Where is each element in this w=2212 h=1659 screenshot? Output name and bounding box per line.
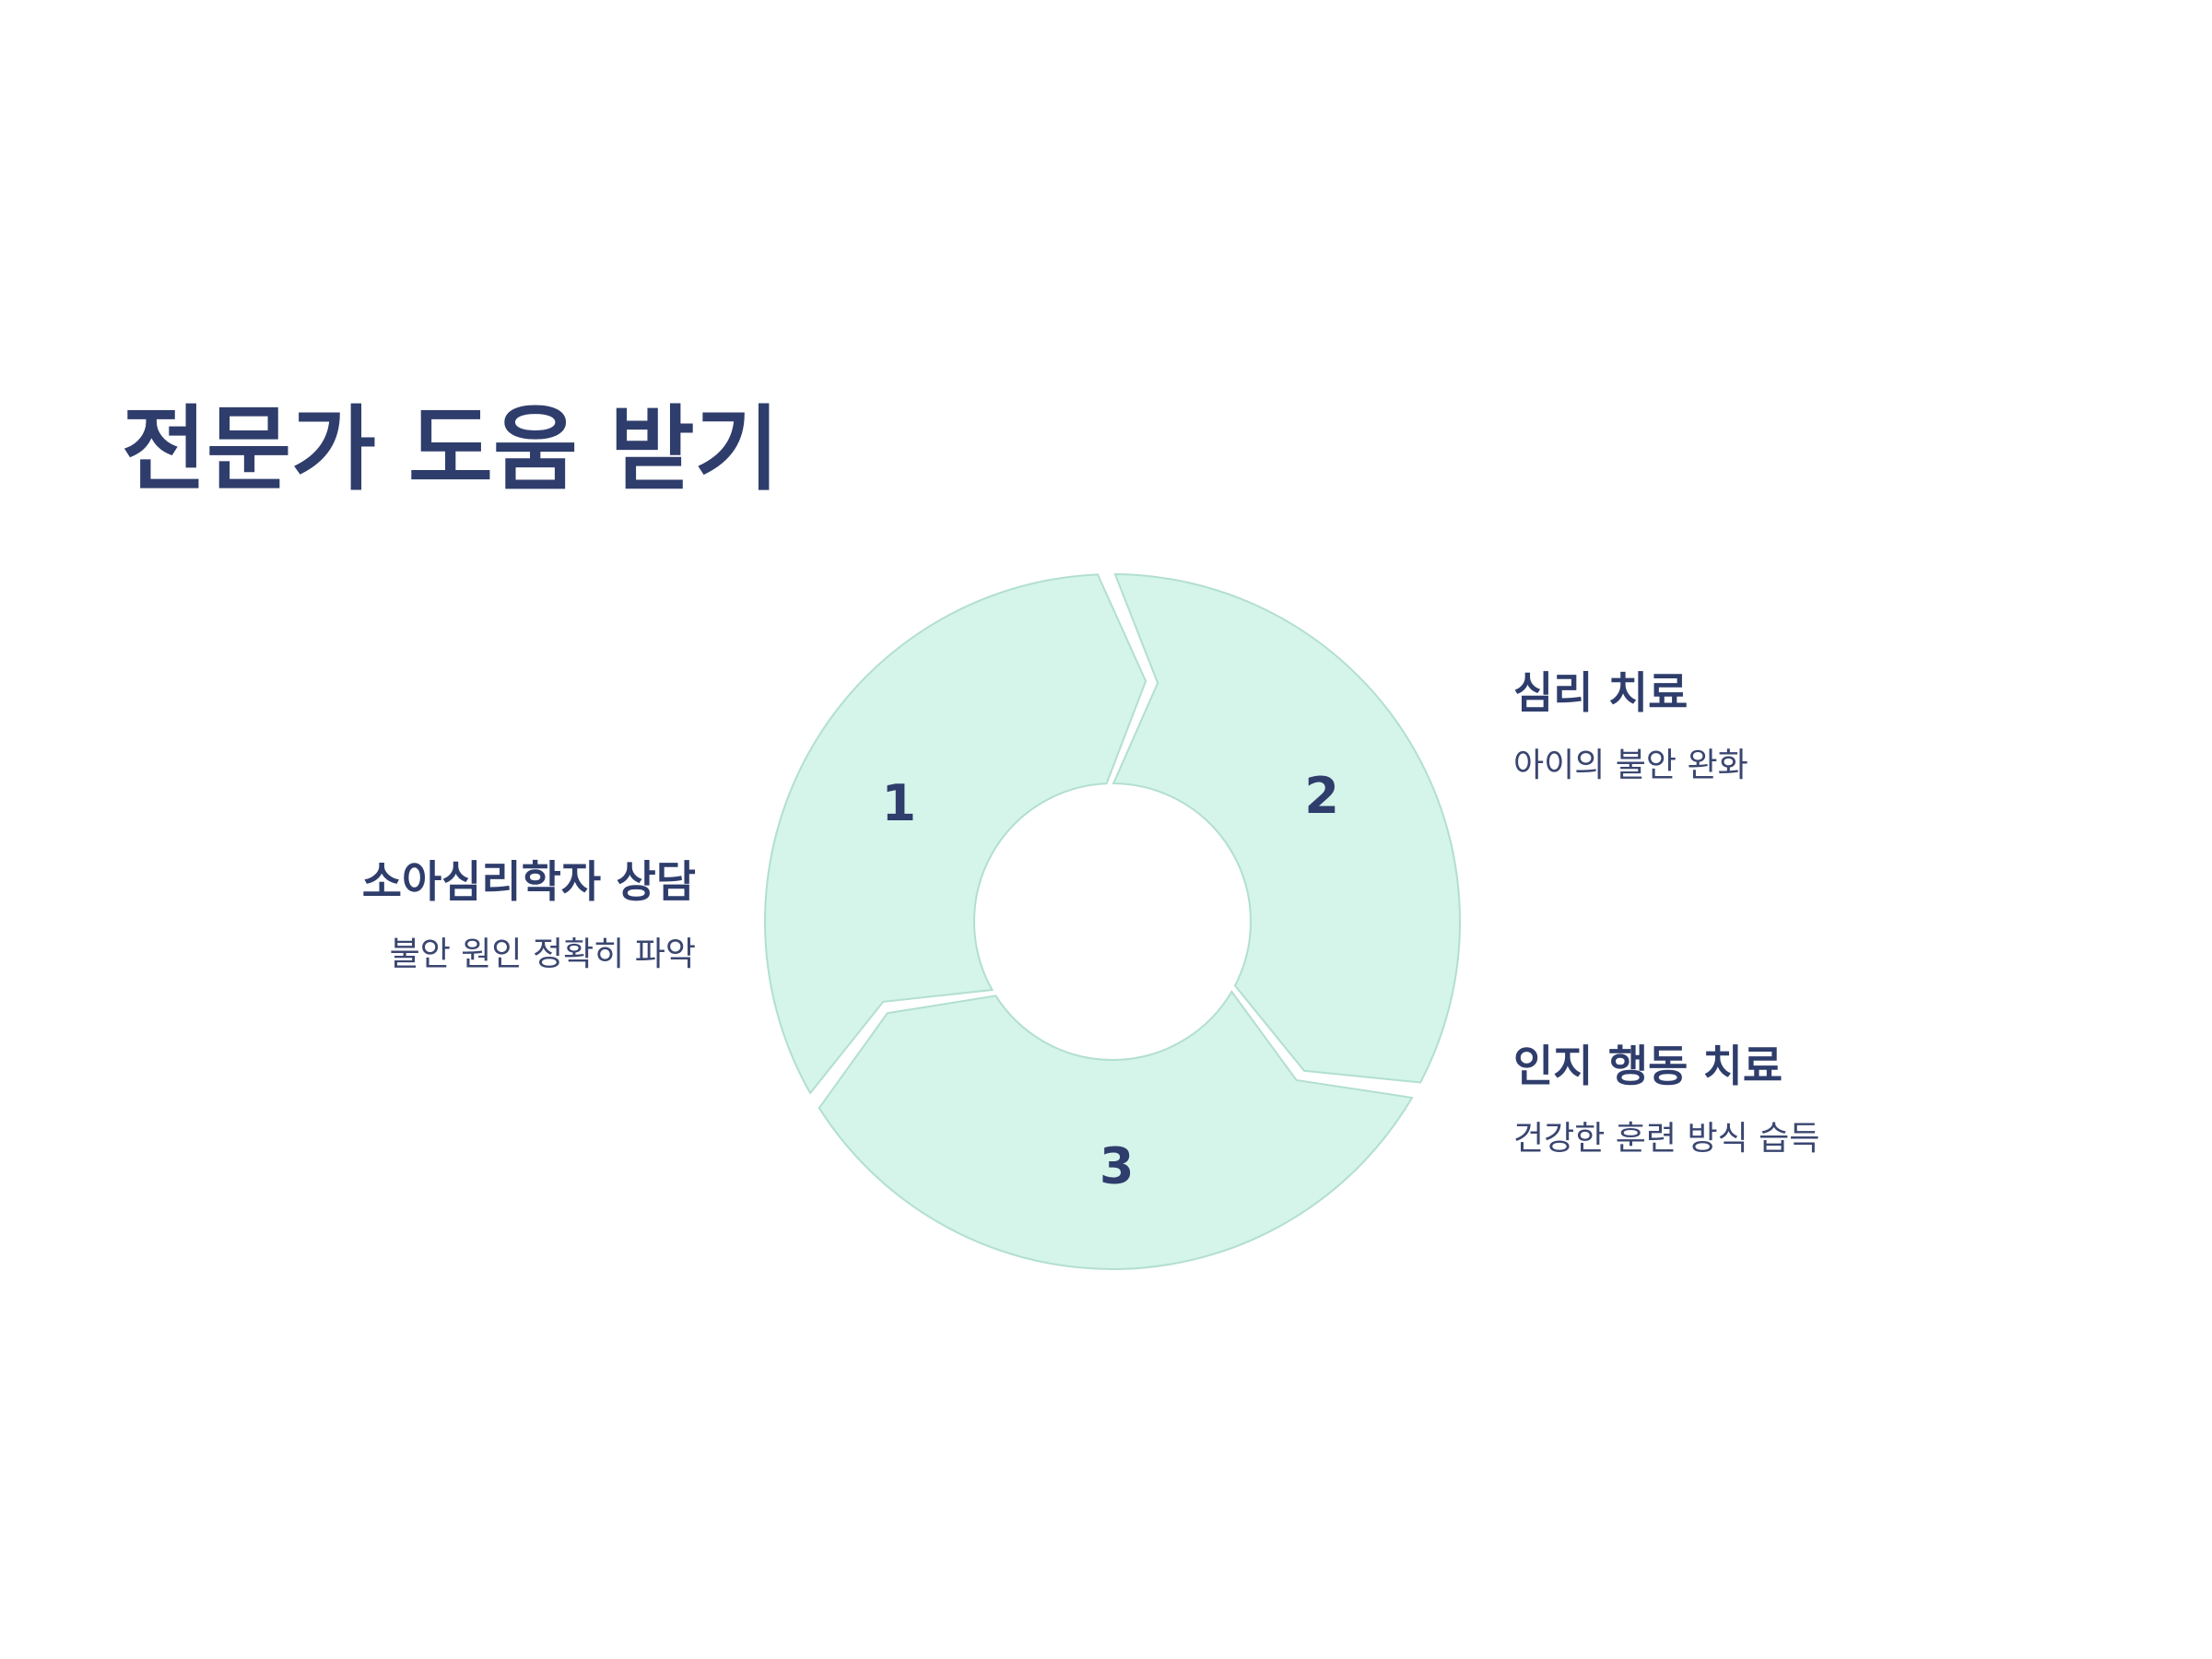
- step-1-number: 1: [881, 774, 916, 832]
- step-3-description: 건강한 훈련 방식 습득: [1513, 1120, 1820, 1159]
- step-2-description: 아이의 불안 완화: [1513, 747, 1748, 785]
- step-3-title: 인지 행동 치료: [1513, 1041, 1783, 1092]
- step-2-number: 2: [1304, 767, 1339, 825]
- step-1-title: 소아심리학자 상담: [361, 857, 696, 908]
- cycle-segment-1: [764, 573, 1147, 1095]
- cycle-segment-3: [818, 990, 1414, 1270]
- page-title: 전문가 도움 받기: [122, 395, 780, 503]
- step-3-number: 3: [1100, 1136, 1135, 1194]
- step-1-description: 불안 원인 정확히 파악: [389, 935, 696, 974]
- step-2-title: 심리 치료: [1513, 668, 1688, 719]
- step-2-label: 심리 치료 아이의 불안 완화: [1513, 668, 1748, 786]
- cycle-segment-2: [1112, 572, 1461, 1084]
- step-1-label: 소아심리학자 상담 불안 원인 정확히 파악: [362, 857, 696, 975]
- step-3-label: 인지 행동 치료 건강한 훈련 방식 습득: [1513, 1041, 1819, 1159]
